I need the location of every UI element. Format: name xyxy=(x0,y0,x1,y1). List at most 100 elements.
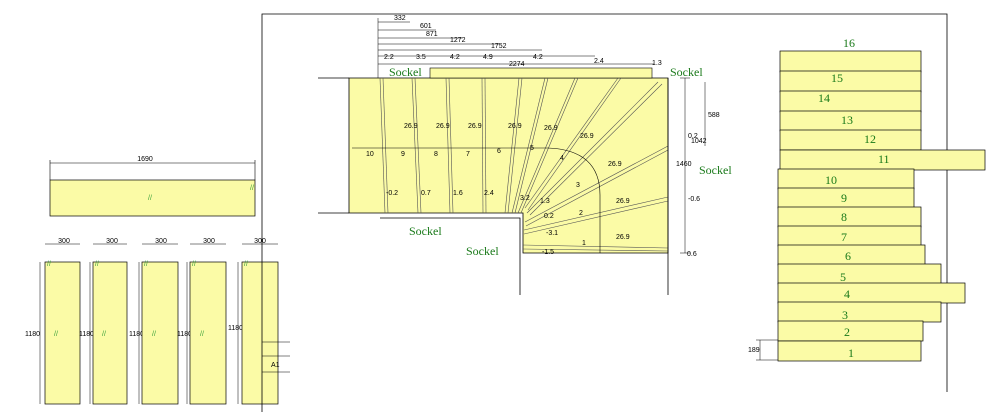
dim-871: 871 xyxy=(426,31,438,38)
svg-text:10: 10 xyxy=(366,151,374,158)
svg-text:-3.1: -3.1 xyxy=(546,230,558,237)
wide-board: 1690 // // xyxy=(49,156,256,217)
stair-plan: 332 601 871 1272 1752 2274 2.2 3.5 4.2 4… xyxy=(261,13,948,412)
dim-2274: 2274 xyxy=(509,61,525,68)
svg-text://: // xyxy=(102,331,106,338)
partial-label: A1 xyxy=(271,362,280,369)
svg-text:26.9: 26.9 xyxy=(580,133,594,140)
sockel-label: Sockel xyxy=(409,224,442,238)
svg-text:9: 9 xyxy=(401,151,405,158)
svg-text:1: 1 xyxy=(582,240,586,247)
svg-text:26.9: 26.9 xyxy=(436,123,450,130)
svg-text:3.5: 3.5 xyxy=(416,54,426,61)
svg-text:6: 6 xyxy=(845,249,851,263)
svg-text:8: 8 xyxy=(841,210,847,224)
sockel-label: Sockel xyxy=(670,65,703,79)
svg-text:4: 4 xyxy=(844,287,850,301)
svg-text://: // xyxy=(148,195,152,202)
svg-text:300: 300 xyxy=(203,238,215,245)
svg-text:-1.5: -1.5 xyxy=(542,249,554,256)
svg-text:14: 14 xyxy=(818,91,830,105)
dim-1752: 1752 xyxy=(491,43,507,50)
svg-text:8: 8 xyxy=(434,151,438,158)
svg-text:0.2: 0.2 xyxy=(688,133,698,140)
svg-text:1042: 1042 xyxy=(691,138,707,145)
svg-text:-0.2: -0.2 xyxy=(386,190,398,197)
svg-text:0.6: 0.6 xyxy=(687,251,697,258)
svg-text:26.9: 26.9 xyxy=(468,123,482,130)
svg-text:4.2: 4.2 xyxy=(450,54,460,61)
narrow-boards: 300 1180 // // 300 1180 // // 300 1180 /… xyxy=(25,238,290,405)
wide-board-width: 1690 xyxy=(137,156,153,163)
narrow-board: 300 1180 // // xyxy=(177,238,227,405)
svg-text://: // xyxy=(144,261,148,268)
svg-text:2: 2 xyxy=(579,210,583,217)
dim-601: 601 xyxy=(420,23,432,30)
svg-text:1180: 1180 xyxy=(228,325,243,332)
svg-text:26.9: 26.9 xyxy=(616,198,630,205)
svg-text:13: 13 xyxy=(841,113,853,127)
narrow-board: 300 1180 // A1 xyxy=(228,238,290,405)
svg-text:1180: 1180 xyxy=(177,331,192,338)
svg-text:3.2: 3.2 xyxy=(520,195,530,202)
svg-text:9: 9 xyxy=(841,191,847,205)
svg-text:6: 6 xyxy=(497,148,501,155)
svg-text://: // xyxy=(244,261,248,268)
svg-text:0.7: 0.7 xyxy=(421,190,431,197)
svg-text:15: 15 xyxy=(831,71,843,85)
svg-text:4.2: 4.2 xyxy=(533,54,543,61)
svg-text:-0.6: -0.6 xyxy=(688,196,700,203)
sockel-label: Sockel xyxy=(699,163,732,177)
svg-text:26.9: 26.9 xyxy=(404,123,418,130)
svg-text:1460: 1460 xyxy=(676,161,692,168)
tread-stack: 16 15 14 13 12 11 10 9 8 7 6 5 4 3 2 1 1… xyxy=(748,36,986,362)
svg-text:10: 10 xyxy=(825,173,837,187)
svg-text:7: 7 xyxy=(841,230,847,244)
svg-text://: // xyxy=(200,331,204,338)
svg-text:300: 300 xyxy=(58,238,70,245)
svg-text:5: 5 xyxy=(530,145,534,152)
narrow-board: 300 1180 // // xyxy=(129,238,179,405)
svg-text:2: 2 xyxy=(844,325,850,339)
dim-1272: 1272 xyxy=(450,37,466,44)
svg-text:12: 12 xyxy=(864,132,876,146)
sockel-label: Sockel xyxy=(389,65,422,79)
svg-text:26.9: 26.9 xyxy=(544,125,558,132)
svg-text:300: 300 xyxy=(254,238,266,245)
svg-text:26.9: 26.9 xyxy=(508,123,522,130)
svg-text:1.3: 1.3 xyxy=(652,60,662,67)
svg-text:300: 300 xyxy=(106,238,118,245)
bottom-dim: 189 xyxy=(748,347,760,354)
svg-text://: // xyxy=(54,331,58,338)
narrow-board: 300 1180 // // xyxy=(25,238,81,405)
svg-text:16: 16 xyxy=(843,36,855,50)
svg-text:300: 300 xyxy=(155,238,167,245)
svg-text:1.3: 1.3 xyxy=(540,198,550,205)
narrow-board: 300 1180 // // xyxy=(79,238,128,405)
tread-lines xyxy=(379,77,669,252)
svg-text:11: 11 xyxy=(878,152,890,166)
svg-text:7: 7 xyxy=(466,151,470,158)
svg-text:1: 1 xyxy=(848,346,854,360)
svg-text://: // xyxy=(47,261,51,268)
svg-text:4.9: 4.9 xyxy=(483,54,493,61)
svg-text://: // xyxy=(152,331,156,338)
svg-text:0.2: 0.2 xyxy=(544,213,554,220)
svg-text:26.9: 26.9 xyxy=(608,161,622,168)
dim-332: 332 xyxy=(394,15,406,22)
right-dimensions xyxy=(680,77,706,254)
svg-text:3: 3 xyxy=(576,182,580,189)
svg-text:2.4: 2.4 xyxy=(594,58,604,65)
svg-text:2.4: 2.4 xyxy=(484,190,494,197)
narrow-board-height: 1180 xyxy=(25,331,40,338)
svg-text:5: 5 xyxy=(840,270,846,284)
svg-text:1180: 1180 xyxy=(129,331,144,338)
svg-text://: // xyxy=(192,261,196,268)
svg-text:1.6: 1.6 xyxy=(453,190,463,197)
svg-text:3: 3 xyxy=(842,308,848,322)
sockel-label: Sockel xyxy=(466,244,499,258)
svg-text:4: 4 xyxy=(560,155,564,162)
svg-text:26.9: 26.9 xyxy=(616,234,630,241)
svg-text:2.2: 2.2 xyxy=(384,54,394,61)
